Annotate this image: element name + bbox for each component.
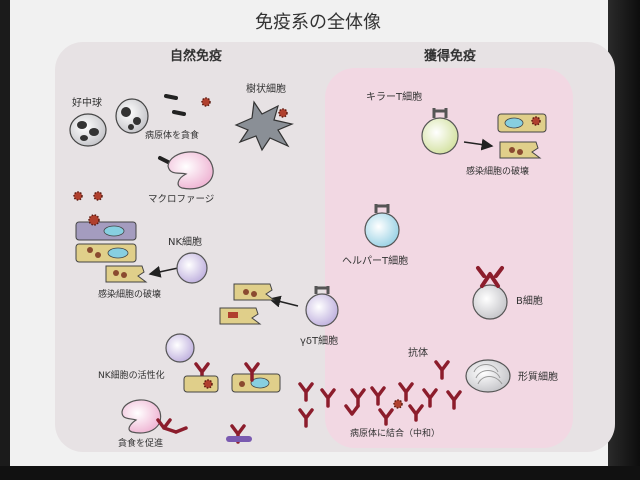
promote-phagocytosis-label: 貪食を促進 (118, 437, 163, 449)
macrophage-icon (121, 399, 162, 434)
antibody-icon (344, 360, 462, 426)
page-title: 免疫系の全体像 (255, 12, 381, 33)
killer-t-label: キラーT細胞 (366, 90, 422, 103)
virus-icon (393, 399, 403, 409)
neutrophil-icon (69, 113, 107, 147)
infected-cell-icon (183, 375, 219, 393)
infected-cell-icon (75, 214, 137, 241)
infected-cell-icon (75, 243, 137, 263)
gamma-delta-t-cell-icon (305, 286, 339, 327)
monitor-bezel-bottom (0, 466, 640, 480)
antibody-icon (156, 418, 188, 434)
neutrophil-label: 好中球 (72, 96, 102, 109)
innate-heading: 自然免疫 (170, 48, 222, 64)
helper-t-cell-icon (364, 204, 400, 248)
adaptive-heading: 獲得免疫 (424, 48, 476, 64)
b-cell-label: B細胞 (516, 294, 543, 307)
antibody-icon (244, 362, 260, 382)
infected-cell-icon (497, 113, 547, 133)
b-cell-icon (472, 266, 508, 320)
adaptive-panel (325, 68, 573, 448)
virus-icon (73, 191, 103, 201)
adaptive-infected-destroy-label: 感染細胞の破壊 (466, 165, 529, 177)
antibody-label: 抗体 (408, 346, 428, 359)
infected-cell-icon (231, 373, 281, 393)
dendritic-cell-icon (234, 100, 294, 152)
destroyed-cell-icon (499, 141, 542, 159)
nk-cell-icon (176, 252, 208, 284)
gamma-delta-label: γδT細胞 (300, 334, 338, 347)
plasma-cell-label: 形質細胞 (518, 370, 558, 383)
nk-activation-label: NK細胞の活性化 (98, 369, 165, 381)
arrow-icon (148, 265, 179, 278)
bacterium-icon (226, 436, 252, 442)
neutrophil-phagocytosing-icon (115, 98, 149, 134)
neutralize-label: 病原体に結合（中和） (350, 427, 440, 439)
virus-icon (201, 97, 211, 107)
nk-cell-label: NK細胞 (168, 235, 202, 248)
destroyed-cell-icon (105, 265, 148, 283)
destroyed-cell-icon (233, 283, 276, 301)
antibody-icon (298, 382, 336, 428)
dendritic-label: 樹状細胞 (246, 82, 286, 95)
arrow-icon (463, 138, 494, 151)
infected-destroy-label: 感染細胞の破壊 (98, 288, 161, 300)
helper-t-label: ヘルパーT細胞 (342, 254, 408, 267)
killer-t-cell-icon (421, 108, 459, 155)
destroyed-cell-icon (219, 307, 262, 325)
macrophage-icon (167, 151, 214, 190)
plasma-cell-icon (465, 359, 511, 393)
macrophage-label: マクロファージ (148, 194, 214, 205)
nk-cell-icon (165, 333, 195, 363)
phagocytosis-label: 病原体を貪食 (145, 129, 199, 141)
